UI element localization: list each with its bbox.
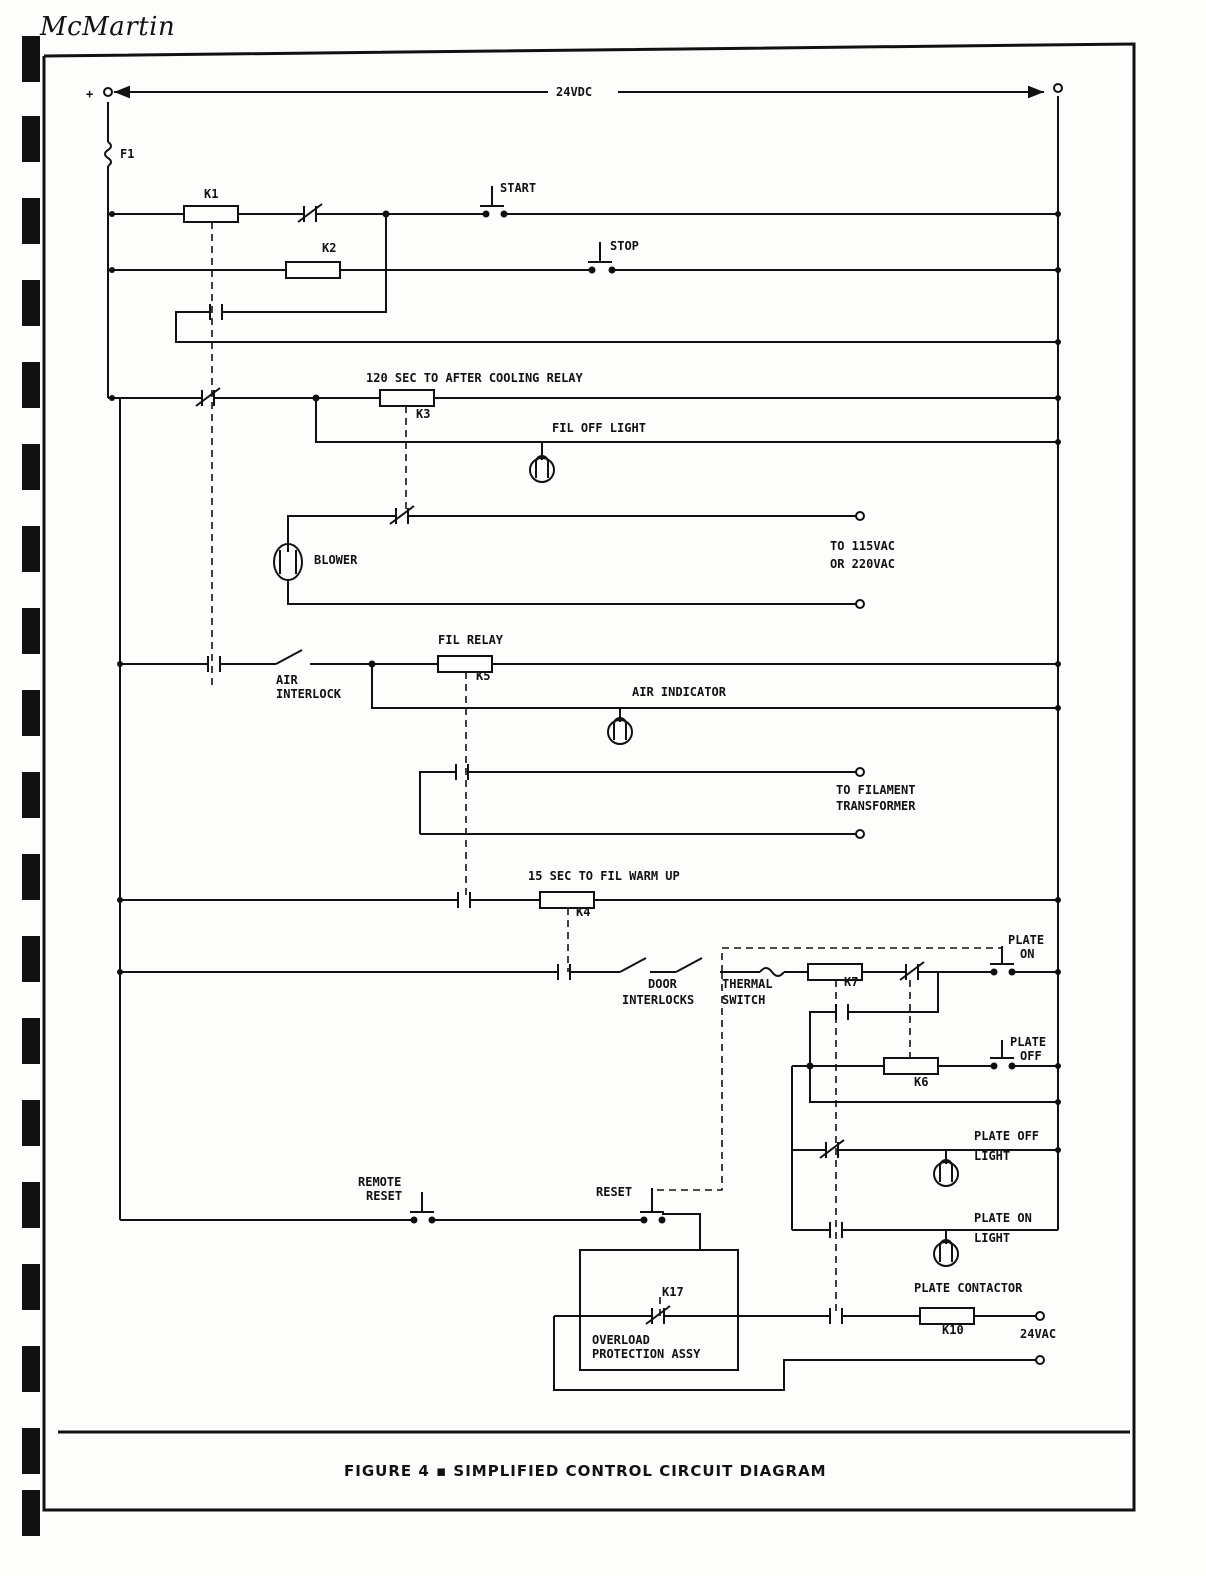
remote-label: REMOTE <box>358 1175 401 1189</box>
reset-label: RESET <box>596 1185 632 1199</box>
protection-assy-label: PROTECTION ASSY <box>592 1347 701 1361</box>
after-cooling-relay-label: 120 SEC TO AFTER COOLING RELAY <box>366 371 584 385</box>
k6-label: K6 <box>914 1075 928 1089</box>
interlocks-label: INTERLOCKS <box>622 993 694 1007</box>
k3-label: K3 <box>416 407 430 421</box>
supply-voltage-label: 24VDC <box>556 85 592 99</box>
diagram-labels: + 24VDC F1 K1 START K2 STOP 120 SEC TO A… <box>86 85 1056 1480</box>
thermal-label: THERMAL <box>722 977 773 991</box>
binding-strip <box>22 36 40 1536</box>
brand-logo: McMartin <box>40 12 176 42</box>
k4-label: K4 <box>576 905 590 919</box>
plate-contactor-label: PLATE CONTACTOR <box>914 1281 1023 1295</box>
k10-label: K10 <box>942 1323 964 1337</box>
plate-off-light-label: PLATE OFF <box>974 1129 1039 1143</box>
fuse-label: F1 <box>120 147 134 161</box>
fil-off-light-label: FIL OFF LIGHT <box>552 421 646 435</box>
plate-on-bottom-label: ON <box>1020 947 1034 961</box>
plate-off-light-sub: LIGHT <box>974 1149 1010 1163</box>
overload-label: OVERLOAD <box>592 1333 650 1347</box>
stop-label: STOP <box>610 239 639 253</box>
switch-label: SWITCH <box>722 993 765 1007</box>
page-frame <box>42 42 1136 1512</box>
to-filament-label: TO FILAMENT <box>836 783 915 797</box>
circuit-wiring <box>103 83 1063 1391</box>
k2-label: K2 <box>322 241 336 255</box>
interlock-label: INTERLOCK <box>276 687 342 701</box>
transformer-label: TRANSFORMER <box>836 799 916 813</box>
plate-on-light-label: PLATE ON <box>974 1211 1032 1225</box>
or-220vac-label: OR 220VAC <box>830 557 895 571</box>
fil-relay-label: FIL RELAY <box>438 633 504 647</box>
k1-label: K1 <box>204 187 218 201</box>
k7-label: K7 <box>844 975 858 989</box>
fil-warm-up-label: 15 SEC TO FIL WARM UP <box>528 869 680 883</box>
k17-label: K17 <box>662 1285 684 1299</box>
air-indicator-label: AIR INDICATOR <box>632 685 727 699</box>
plate-off-top-label: PLATE <box>1010 1035 1046 1049</box>
plate-off-bottom-label: OFF <box>1020 1049 1042 1063</box>
air-label: AIR <box>276 673 298 687</box>
k5-label: K5 <box>476 669 490 683</box>
24vac-label: 24VAC <box>1020 1327 1056 1341</box>
plus-terminal-label: + <box>86 87 93 101</box>
plate-on-top-label: PLATE <box>1008 933 1044 947</box>
start-label: START <box>500 181 536 195</box>
to-115vac-label: TO 115VAC <box>830 539 895 553</box>
door-label: DOOR <box>648 977 678 991</box>
blower-label: BLOWER <box>314 553 358 567</box>
remote-reset-label: RESET <box>366 1189 402 1203</box>
plate-on-light-sub: LIGHT <box>974 1231 1010 1245</box>
relay-linkages <box>211 222 1003 1316</box>
figure-caption: FIGURE 4 ▪ SIMPLIFIED CONTROL CIRCUIT DI… <box>344 1462 827 1480</box>
